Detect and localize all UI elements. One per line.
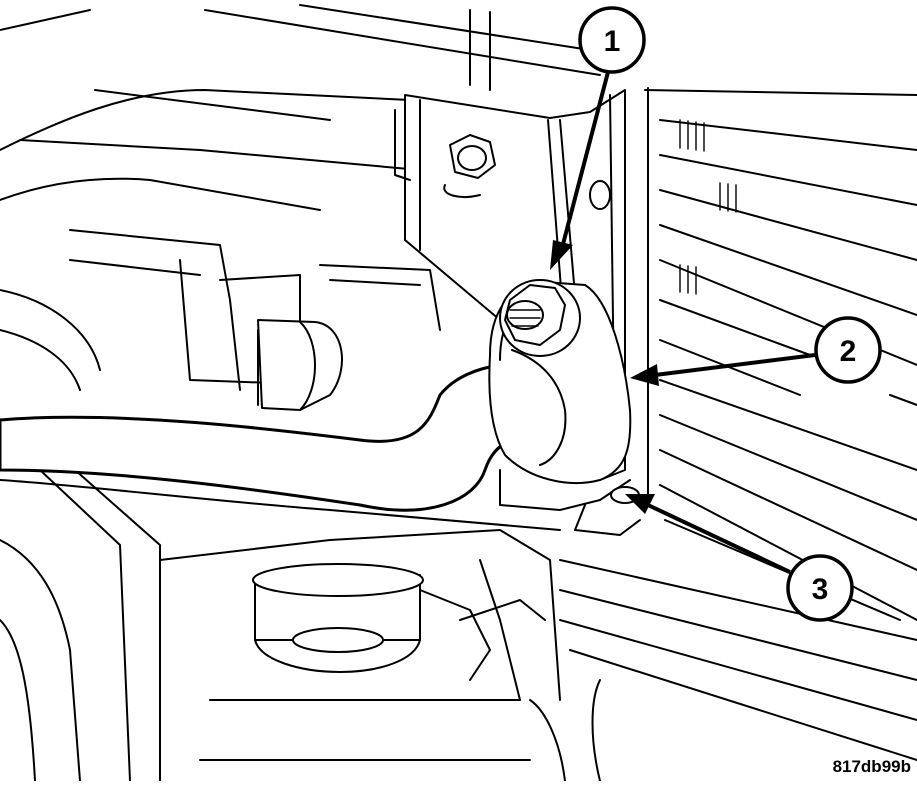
lower-subframe xyxy=(0,469,917,782)
callout-2-label: 2 xyxy=(840,335,857,368)
callout-3: 3 xyxy=(786,554,854,622)
callout-2: 2 xyxy=(814,316,882,384)
callout-3-label: 3 xyxy=(812,573,829,606)
bushing-clamp xyxy=(488,279,641,536)
figure-id: 817db99b xyxy=(832,757,911,776)
callout-1: 1 xyxy=(578,6,646,74)
upper-structure xyxy=(0,4,601,211)
callout-leaders xyxy=(550,71,816,574)
frame-rail xyxy=(0,229,441,411)
callout-1-label: 1 xyxy=(604,25,621,58)
